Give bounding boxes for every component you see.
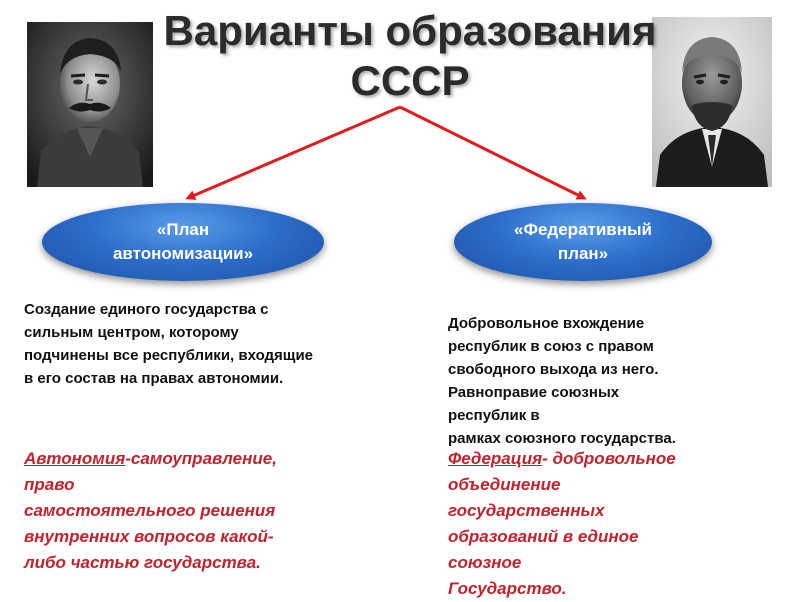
autonomy-definition: Автономия-самоуправление, право самостоя… [24,446,404,576]
arrow-left [185,105,401,200]
definition-line: право [24,475,75,494]
definition-line: союзное [448,553,522,572]
right-plan-line-1: «Федеративный [514,220,652,239]
definition-line: объединение [448,475,561,494]
description-line: республик в [448,407,540,424]
left-plan-line-1: «План [156,220,210,239]
definition-first-rest: -самоуправление, [125,449,277,468]
description-line: Добровольное вхождение [448,315,645,332]
definition-first-rest: - добровольное [542,449,676,468]
description-line: свободного выхода из него. [448,361,659,378]
federative-plan-oval: «Федеративный план» [454,203,712,281]
page-title: Варианты образования СССР [120,6,700,106]
definition-line: Государство. [448,579,567,598]
right-plan-line-2: план» [557,244,609,263]
federation-definition: Федерация- добровольное объединение госу… [448,446,788,602]
autonomization-description: Создание единого государства с сильным ц… [24,298,419,390]
autonomization-plan-oval: «План автономизации» [42,203,324,281]
definition-line: самостоятельного решения [24,501,276,520]
definition-first-line: Автономия-самоуправление, [24,446,404,472]
lenin-portrait [652,17,772,187]
definition-line: государственных [448,501,605,520]
description-line: рамках союзного государства. [448,430,676,447]
description-line: сильным центром, которому [24,324,239,341]
stalin-portrait [27,22,153,187]
definition-line: образований в единое [448,527,639,546]
arrow-right [399,105,587,200]
autonomy-term: Автономия [24,449,126,468]
title-line-1: Варианты образования [163,7,657,54]
federative-description: Добровольное вхождение республик в союз … [448,312,788,450]
description-line: Равноправие союзных [448,384,620,401]
federation-term: Федерация [448,449,543,468]
definition-first-line: Федерация- добровольное [448,446,788,472]
left-plan-line-2: автономизации» [112,244,254,263]
description-line: республик в союз с правом [448,338,654,355]
definition-line: либо частью государства. [24,553,261,572]
description-line: подчинены все республики, входящие [24,347,314,364]
description-line: в его состав на правах автономии. [24,370,284,387]
title-line-2: СССР [350,57,470,104]
description-line: Создание единого государства с [24,301,269,318]
definition-line: внутренних вопросов какой- [24,527,274,546]
